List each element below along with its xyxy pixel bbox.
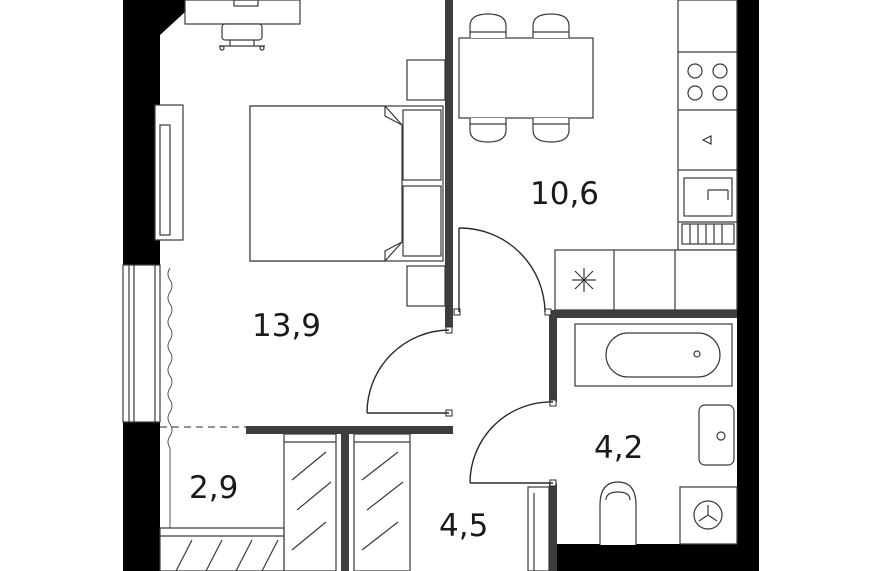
wall-closet-divider	[341, 426, 349, 571]
partitions	[246, 0, 737, 571]
room-area-bedroom: 13,9	[252, 308, 321, 344]
room-area-bathroom: 4,2	[594, 430, 643, 466]
washing-machine	[679, 486, 738, 545]
bathroom-door	[469, 401, 554, 484]
exterior-walls	[123, 0, 759, 571]
wall-kitchen-bath	[549, 310, 737, 318]
right-wall	[737, 0, 759, 571]
bathroom-sink	[698, 404, 735, 466]
wall-bedroom-closet	[246, 426, 453, 434]
wall-tv	[154, 104, 184, 241]
room-area-hallway: 4,5	[439, 508, 488, 544]
toilet	[599, 481, 637, 545]
wardrobe-shelf	[159, 527, 285, 571]
dining-chairs	[469, 13, 570, 143]
nightstands	[406, 59, 446, 307]
desk	[184, 0, 301, 25]
curtain	[167, 267, 173, 538]
bottom-right-wall	[549, 544, 759, 571]
stove-top	[687, 63, 728, 101]
left-wall-lower	[123, 422, 160, 571]
left-wall-upper	[123, 0, 185, 265]
bathtub	[574, 323, 733, 387]
doors	[366, 227, 554, 484]
dining-table	[458, 37, 594, 119]
kitchen-door	[458, 227, 546, 313]
range-hood	[701, 135, 712, 145]
room-area-kitchen: 10,6	[530, 176, 599, 212]
fridge-snowflake-icon	[572, 268, 596, 292]
kitchen-sink	[683, 177, 733, 217]
double-bed	[249, 105, 444, 262]
room-area-wardrobe: 2,9	[189, 470, 238, 506]
wall-bedroom-kitchen	[445, 0, 453, 327]
wall-bath-left-upper	[549, 310, 557, 402]
office-chair	[219, 23, 265, 51]
shoe-cabinet	[527, 486, 550, 571]
wardrobe-closet-2	[353, 433, 411, 571]
radiator	[681, 223, 735, 245]
wardrobe-closet-1	[283, 433, 337, 571]
bedroom-door	[366, 329, 450, 414]
left-window	[122, 264, 161, 423]
wall-bath-left-lower	[549, 483, 557, 571]
